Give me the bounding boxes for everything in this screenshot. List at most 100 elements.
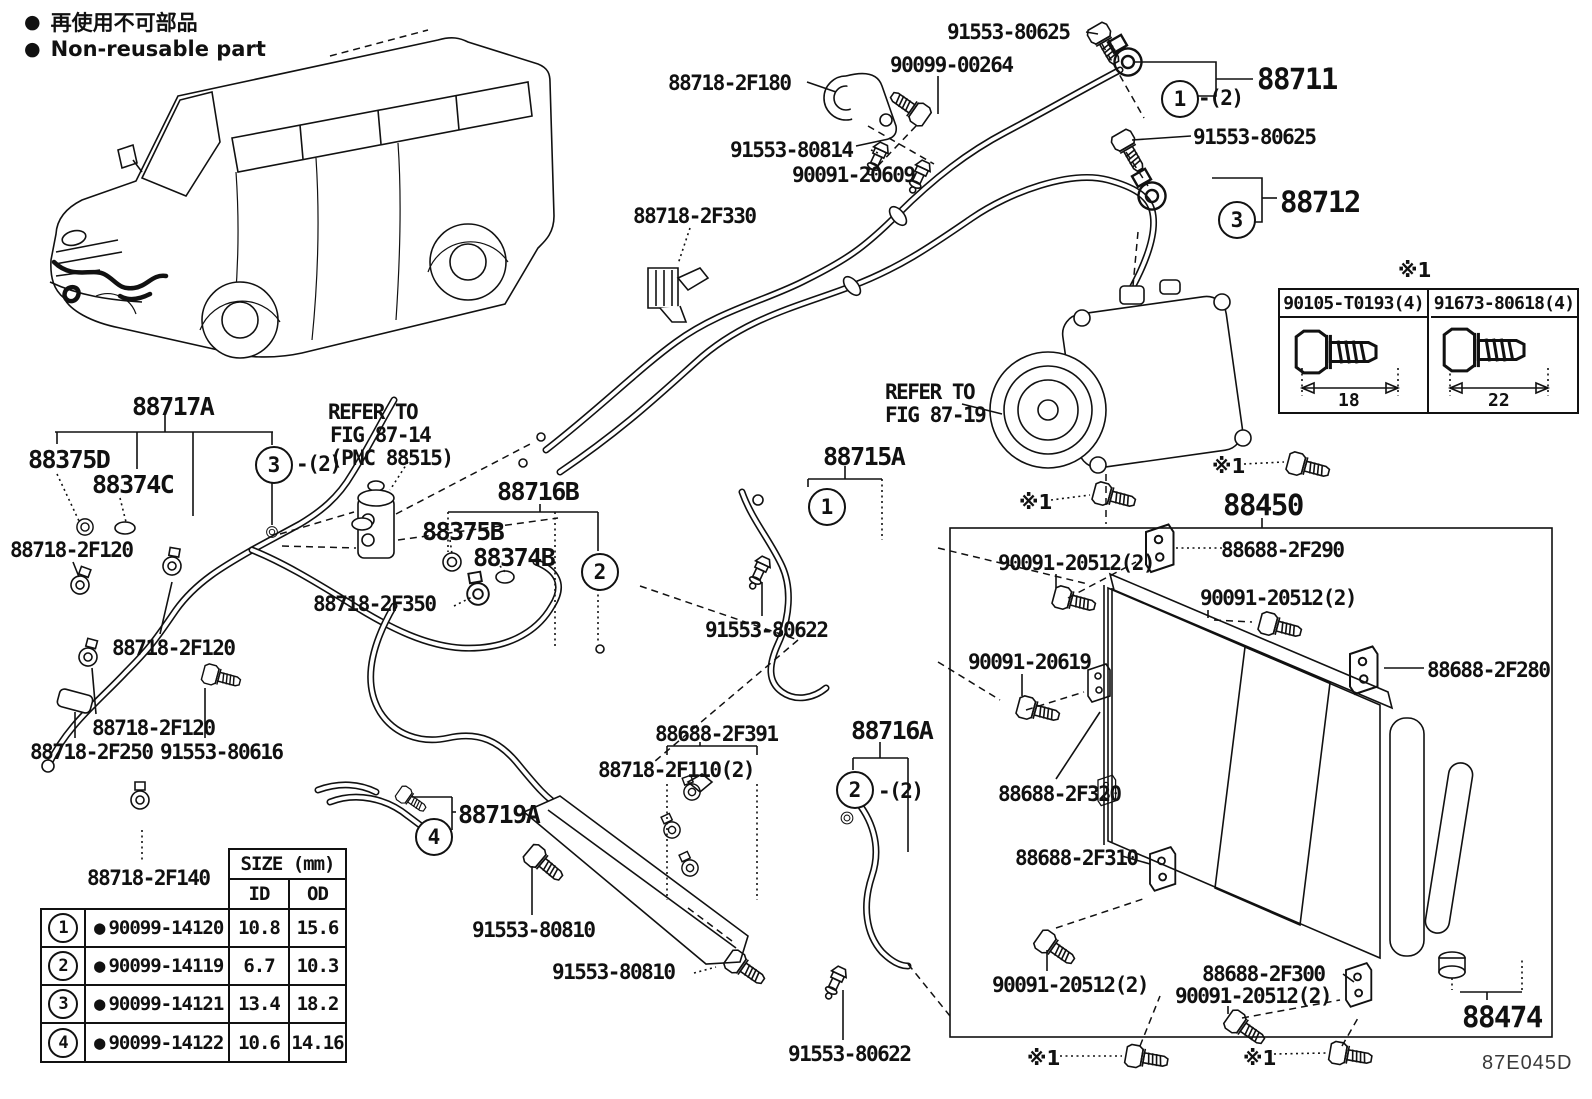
part-label: 88374B [473,543,556,572]
construction-lines [279,43,1359,1047]
callout-circle: 2 [836,771,874,809]
part-label: 91553-80810 [472,918,596,942]
part-label: 88688-2F290 [1221,538,1345,562]
part-label: 91553-80814 [730,138,854,162]
part-label: 91553-80622 [788,1042,912,1066]
qty-label: -(2) [296,452,342,476]
bolt-spec-cell: 91673-80618(4) [1431,290,1577,412]
qty-label: -(2) [878,779,924,803]
size-row-part: ●90099-14121 [84,984,230,1024]
bolt-length-label: 22 [1488,390,1510,411]
part-label: 88712 [1280,185,1361,219]
size-row-num: 4 [40,1022,86,1063]
refer-note: FIG 87-14 [330,423,432,447]
ac-pipes [41,66,1158,970]
size-row-part: ●90099-14122 [84,1022,230,1063]
part-label: 88688-2F300 [1202,962,1326,986]
part-label: 88450 [1223,488,1304,522]
compressor [989,279,1252,474]
bullet-icon: ● [94,917,105,939]
legend-en: Non-reusable part [50,36,266,61]
part-label: 88715A [823,442,906,471]
part-label: 90099-00264 [890,53,1014,77]
callout-circle: 2 [581,553,619,591]
part-label: 88375B [422,517,505,546]
callout-circle: 3 [1218,201,1256,239]
part-label: 88711 [1257,62,1338,96]
part-number: 90099-14120 [108,917,224,939]
size-row-od: 15.6 [288,908,347,948]
part-label: 88718-2F140 [87,866,211,890]
bullet-icon: ● [94,993,105,1015]
callout-circle: 4 [415,818,453,856]
part-number: 90099-14122 [108,1031,224,1054]
bolt-spec-part: 91673-80618(4) [1431,290,1577,318]
van-illustration [49,29,555,359]
refer-note: REFER TO [885,380,976,404]
size-row-id: 10.8 [228,908,290,948]
size-row-num: 3 [40,984,86,1024]
callout-circle: 1 [48,913,78,943]
bolt-spec-art [1294,327,1551,396]
part-label: 90091-20512(2) [998,551,1156,575]
leader-lines [55,31,1523,1057]
part-label: 91553-80622 [705,618,829,642]
size-row-od: 14.16 [288,1022,347,1063]
part-label: 88374C [92,470,175,499]
size-table-col-od: OD [288,878,347,910]
bolt-spec-box: 90105-T0193(4) 91673-80618(4) [1278,288,1579,414]
bolt-spec-cell: 90105-T0193(4) [1280,290,1429,412]
condenser-assembly [949,523,1553,1038]
clamps-and-fittings [56,30,1172,880]
refer-note: REFER TO [328,400,419,424]
part-label: 90091-20512(2) [1200,586,1358,610]
part-label: 88718-2F110(2) [598,758,756,782]
part-label: 91553-80810 [552,960,676,984]
part-label: 88688-2F320 [998,782,1122,806]
size-row-id: 13.4 [228,984,290,1024]
part-label: 90091-20512(2) [1175,984,1333,1008]
part-label: 88718-2F120 [92,716,216,740]
size-table: SIZE (mm) ID OD 1 ●90099-14120 10.8 15.6… [40,848,347,1063]
part-number: 90099-14119 [108,955,224,977]
size-row-od: 10.3 [288,946,347,986]
size-row-num: 2 [40,946,86,986]
part-label: 90091-20619 [968,650,1092,674]
part-label: 88716A [851,716,934,745]
callout-circle: 1 [808,488,846,526]
part-label: 91553-80625 [1193,125,1317,149]
part-label: 88718-2F250 [30,740,154,764]
part-label: 88717A [132,392,215,421]
legend-jp: 再使用不可部品 [50,10,198,35]
size-row-num: 1 [40,908,86,948]
part-label: 88688-2F280 [1427,658,1551,682]
size-row-id: 6.7 [228,946,290,986]
qty-label: -(2) [1198,86,1244,110]
part-label: 90091-20512(2) [992,973,1150,997]
note-label: ※1 [1398,258,1432,282]
size-row-part: ●90099-14120 [84,908,230,948]
part-label: 88375D [28,445,111,474]
part-label: 88716B [497,477,580,506]
part-label: 88718-2F330 [633,204,757,228]
support-bracket-strip [522,773,749,965]
part-label: 88718-2F120 [112,636,236,660]
refer-note: FIG 87-19 [885,403,987,427]
part-label: 88718-2F120 [10,538,134,562]
size-row-od: 18.2 [288,984,347,1024]
size-row-part: ●90099-14119 [84,946,230,986]
bolt-spec-part: 90105-T0193(4) [1280,290,1427,318]
part-label: 91553-80616 [160,740,284,764]
callout-circle: 4 [48,1027,78,1058]
size-row-id: 10.6 [228,1022,290,1063]
part-label: 88718-2F350 [313,592,437,616]
size-table-title: SIZE (mm) [228,848,347,880]
part-label: 88688-2F391 [655,722,779,746]
note-label: ※1 [1019,490,1053,514]
part-label: 88688-2F310 [1015,846,1139,870]
part-label: 88718-2F180 [668,71,792,95]
part-label: 88474 [1462,1000,1543,1034]
callout-circle: 2 [48,951,78,981]
